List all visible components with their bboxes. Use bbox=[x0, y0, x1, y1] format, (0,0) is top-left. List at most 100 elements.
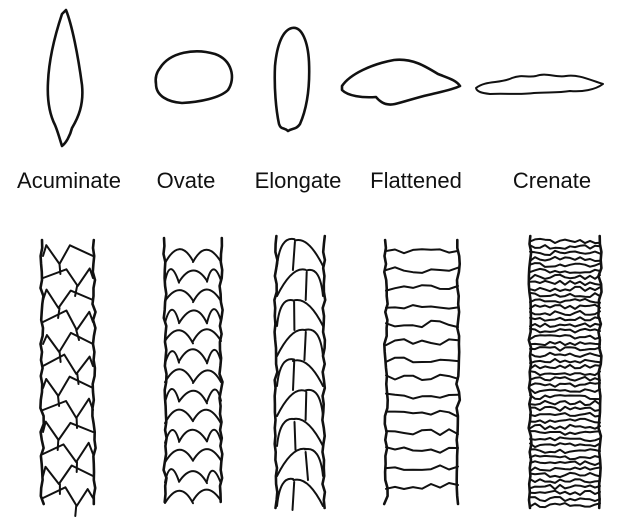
elongate-left-edge bbox=[274, 236, 277, 508]
crenate-scale-band bbox=[530, 383, 600, 387]
flattened-scale-band bbox=[386, 429, 458, 435]
crenate-hair-strand bbox=[529, 236, 602, 508]
crenate-scale-band bbox=[530, 371, 600, 375]
acuminate-scale-row bbox=[43, 245, 93, 264]
crenate-scale-band bbox=[530, 281, 600, 285]
elongate-scale-right bbox=[293, 300, 323, 326]
ovate-scale-arc bbox=[179, 349, 207, 362]
flattened-scale-band bbox=[386, 305, 458, 309]
elongate-scale-left bbox=[277, 449, 306, 476]
ovate-scale-arc bbox=[207, 350, 221, 364]
crenate-scale-band bbox=[530, 503, 600, 507]
crenate-scale-band bbox=[530, 353, 600, 357]
elongate-scale-right bbox=[295, 240, 323, 266]
crenate-scale-band bbox=[530, 335, 600, 339]
crenate-scale-band bbox=[530, 455, 600, 459]
acuminate-scale-row bbox=[43, 466, 93, 485]
elongate-scale-divider bbox=[306, 392, 307, 420]
elongate-scale-divider bbox=[304, 332, 305, 360]
flattened-left-edge bbox=[384, 240, 388, 504]
acuminate-left-edge bbox=[40, 240, 43, 504]
ovate-scale-arc bbox=[165, 450, 193, 463]
ovate-scale-arc bbox=[165, 269, 179, 283]
crenate-scale-band bbox=[530, 491, 600, 495]
ovate-scale-arc bbox=[165, 369, 193, 382]
ovate-scale-arc bbox=[165, 249, 193, 263]
crenate-scale-band bbox=[530, 251, 600, 255]
flattened-right-edge bbox=[456, 240, 459, 504]
crenate-scale-band bbox=[530, 401, 600, 405]
elongate-scale-left bbox=[277, 359, 294, 386]
ovate-scale-arc bbox=[193, 329, 221, 341]
flattened-scale-band bbox=[386, 394, 458, 399]
acuminate-scale-row bbox=[43, 399, 93, 418]
ovate-scale-arc bbox=[193, 290, 221, 303]
crenate-scale-band bbox=[530, 305, 600, 309]
crenate-scale-band bbox=[530, 419, 600, 423]
acuminate-scale-divider bbox=[75, 286, 77, 296]
crenate-scale-band bbox=[530, 395, 600, 399]
crenate-scale-band bbox=[530, 323, 600, 327]
flattened-scale-band bbox=[386, 339, 458, 345]
crenate-scale-band bbox=[530, 449, 600, 453]
elongate-scale-left bbox=[277, 330, 306, 356]
ovate-scale-arc bbox=[165, 491, 193, 504]
acuminate-scale-row bbox=[43, 311, 93, 331]
crenate-scale-band bbox=[530, 275, 600, 279]
flattened-scale-band bbox=[386, 358, 458, 363]
acuminate-scale-row bbox=[43, 355, 93, 374]
crenate-scale-band bbox=[530, 461, 600, 465]
ovate-hair-strand bbox=[164, 238, 223, 503]
elongate-scale-divider bbox=[306, 452, 308, 480]
crenate-scale-band bbox=[530, 437, 600, 441]
ovate-scale-arc bbox=[193, 490, 221, 501]
ovate-scale-arc bbox=[193, 449, 221, 460]
flattened-scale-band bbox=[386, 411, 458, 417]
flattened-hair-strand bbox=[384, 240, 460, 504]
crenate-scale-band bbox=[530, 263, 600, 267]
ovate-scale-arc bbox=[165, 290, 193, 301]
elongate-scale-right bbox=[307, 270, 323, 296]
crenate-scale-band bbox=[530, 317, 600, 320]
ovate-scale-arc bbox=[207, 471, 221, 484]
elongate-scale-divider bbox=[306, 272, 307, 300]
crenate-scale-band bbox=[530, 342, 600, 345]
crenate-scale-band bbox=[530, 359, 600, 363]
acuminate-scale-row bbox=[43, 443, 93, 462]
acuminate-right-edge bbox=[92, 240, 95, 504]
acuminate-scale-row bbox=[43, 377, 93, 396]
ovate-scale-arc bbox=[179, 471, 207, 483]
crenate-scale-band bbox=[530, 425, 600, 429]
crenate-scale-band bbox=[530, 407, 600, 411]
ovate-scale-arc bbox=[179, 391, 207, 404]
ovate-scale-arc bbox=[193, 250, 221, 262]
elongate-scale-left bbox=[277, 300, 294, 326]
ovate-scale-arc bbox=[179, 430, 207, 442]
ovate-scale-arc bbox=[207, 430, 221, 441]
acuminate-scale-row bbox=[43, 422, 93, 440]
crenate-scale-band bbox=[530, 257, 600, 261]
acuminate-hair-strand bbox=[40, 240, 95, 516]
crenate-scale-band bbox=[530, 311, 600, 315]
acuminate-scale-row bbox=[43, 268, 93, 286]
crenate-scale-band bbox=[530, 497, 600, 501]
crenate-scale-band bbox=[530, 413, 600, 417]
crenate-scale-band bbox=[530, 239, 600, 243]
elongate-scale-right bbox=[293, 419, 323, 446]
crenate-scale-band bbox=[530, 293, 600, 297]
acuminate-scale-divider bbox=[58, 440, 59, 450]
ovate-scale-arc bbox=[179, 310, 207, 323]
crenate-scale-band bbox=[530, 299, 600, 303]
flattened-scale-band bbox=[386, 483, 458, 489]
crenate-scale-band bbox=[530, 389, 600, 393]
ovate-scale-arc bbox=[207, 309, 221, 323]
ovate-scale-arc bbox=[207, 269, 221, 281]
flattened-scale-band bbox=[386, 375, 458, 380]
flattened-scale-band bbox=[386, 285, 458, 290]
flattened-scale-band bbox=[386, 321, 458, 327]
crenate-scale-band bbox=[530, 467, 600, 471]
elongate-scale-left bbox=[277, 479, 293, 506]
elongate-scale-right bbox=[305, 329, 323, 356]
elongate-scale-left bbox=[277, 239, 295, 266]
